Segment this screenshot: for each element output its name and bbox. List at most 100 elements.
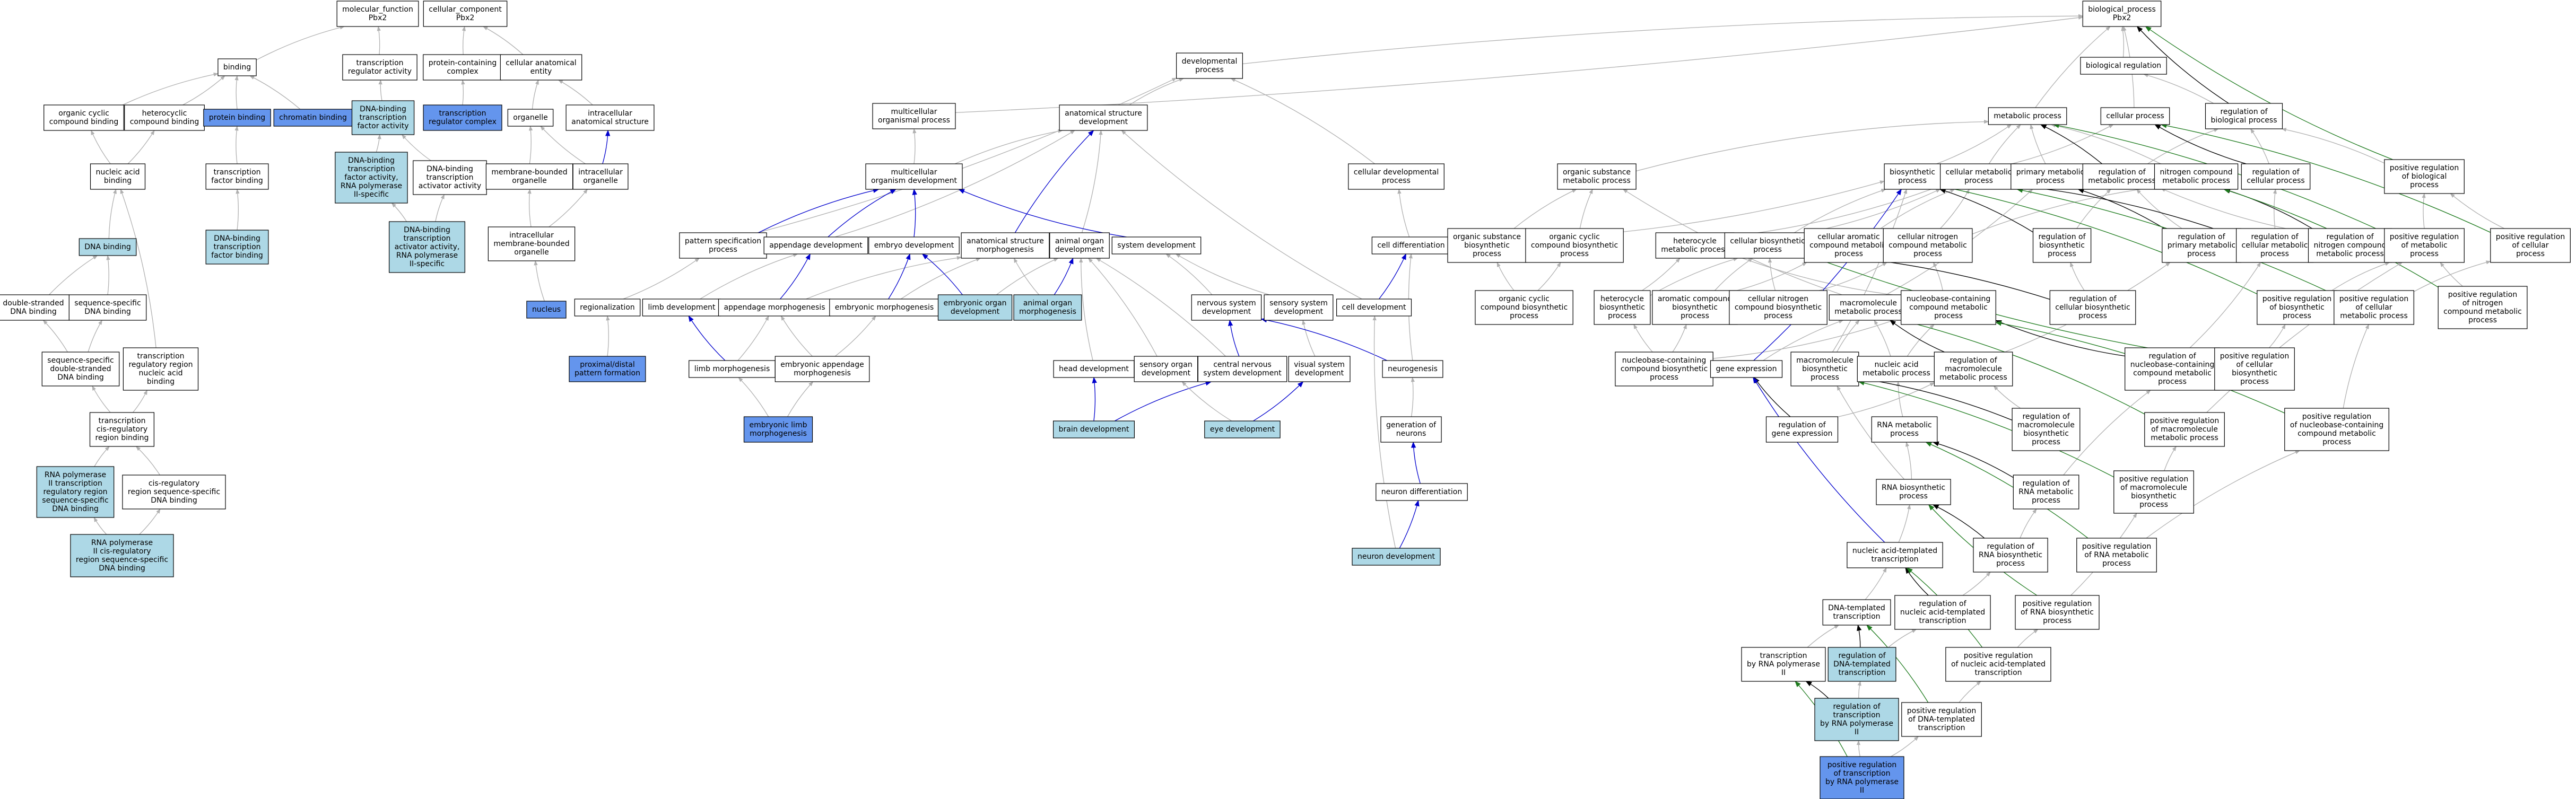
node-embdev[interactable]: embryo development <box>868 236 960 254</box>
node-sysdev[interactable]: system development <box>1111 236 1202 254</box>
node-celldiff[interactable]: cell differentiation <box>1371 236 1451 254</box>
node-regionalization[interactable]: regionalization <box>574 298 641 317</box>
node-nucleus[interactable]: nucleus <box>526 301 567 319</box>
node-appmorph[interactable]: appendage morphogenesis <box>718 298 831 317</box>
node-braindev[interactable]: brain development <box>1052 420 1135 438</box>
node-biolreg[interactable]: biological regulation <box>2080 57 2167 75</box>
node-regnbcmp[interactable]: regulation ofnucleobase-containingcompou… <box>2125 347 2220 391</box>
node-protb[interactable]: protein binding <box>203 109 271 127</box>
node-embmorph[interactable]: embryonic morphogenesis <box>829 298 939 317</box>
node-geneexpr[interactable]: gene expression <box>1710 360 1783 378</box>
node-dnab[interactable]: DNA binding <box>79 238 137 256</box>
node-chromb[interactable]: chromatin binding <box>273 109 353 127</box>
node-limbdev[interactable]: limb development <box>642 298 721 317</box>
node-organelle[interactable]: organelle <box>507 109 554 127</box>
node-limbmorph[interactable]: limb morphogenesis <box>689 360 776 378</box>
node-neurdiff[interactable]: neuron differentiation <box>1376 483 1468 501</box>
node-cellproc[interactable]: cellular process <box>2100 107 2170 125</box>
node-binding[interactable]: binding <box>217 58 257 76</box>
node-neurdev[interactable]: neuron development <box>1352 548 1441 566</box>
